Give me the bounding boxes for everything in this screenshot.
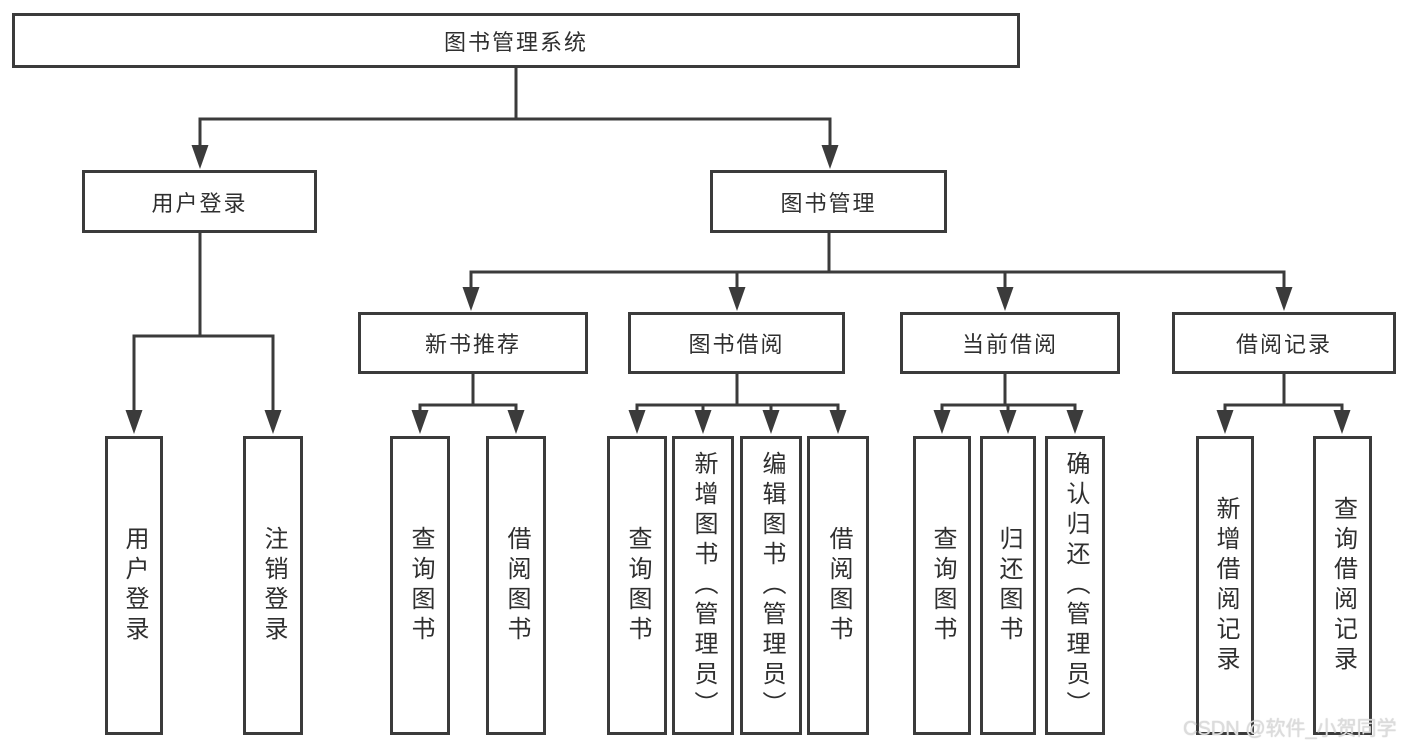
connector-borrow-records-to-leaves (1216, 372, 1351, 434)
arrowhead (462, 287, 480, 311)
arrowhead (411, 410, 429, 434)
node-current-borrowing: 当前借阅 (900, 312, 1120, 374)
node-book-management-module: 图书管理 (710, 170, 947, 233)
node-leaf-logout: 注销登录 (243, 436, 303, 735)
connector-current-borrow-to-leaves (933, 372, 1084, 434)
node-leaf-confirm-return-admin: 确认归还（管理员） (1045, 436, 1105, 735)
arrowhead (628, 410, 646, 434)
node-leaf-add-borrow-record: 新增借阅记录 (1196, 436, 1254, 735)
node-leaf-borrow-books-rec: 借阅图书 (486, 436, 546, 735)
arrowhead (1275, 287, 1293, 311)
node-leaf-query-borrow-record: 查询借阅记录 (1313, 436, 1372, 735)
csdn-watermark: CSDN @软件_小贺同学 (1183, 718, 1397, 740)
arrowhead (1216, 410, 1234, 434)
connector-book-borrow-to-leaves (628, 372, 847, 434)
node-leaf-add-book-admin: 新增图书（管理员） (672, 436, 734, 735)
arrowhead (264, 410, 282, 434)
node-leaf-query-books-rec: 查询图书 (390, 436, 450, 735)
arrowhead (762, 410, 780, 434)
connector-new-book-rec-to-leaves (411, 372, 525, 434)
arrowhead (1066, 410, 1084, 434)
connector-root-to-level2 (191, 66, 839, 169)
arrowhead (125, 410, 143, 434)
arrowhead (728, 287, 746, 311)
node-borrowing-records: 借阅记录 (1172, 312, 1396, 374)
arrowhead (821, 145, 839, 169)
node-user-login-module: 用户登录 (82, 170, 317, 233)
arrowhead (996, 287, 1014, 311)
arrowhead (829, 410, 847, 434)
arrowhead (933, 410, 951, 434)
node-library-management-system: 图书管理系统 (12, 13, 1020, 68)
connector-book-mgmt-to-level3 (462, 231, 1293, 311)
node-leaf-user-login: 用户登录 (105, 436, 163, 735)
node-new-book-recommendation: 新书推荐 (358, 312, 588, 374)
node-leaf-query-books-borrow: 查询图书 (607, 436, 667, 735)
connector-user-login-to-leaves (125, 231, 282, 434)
arrowhead (1333, 410, 1351, 434)
node-leaf-query-books-current: 查询图书 (913, 436, 971, 735)
node-leaf-edit-book-admin: 编辑图书（管理员） (740, 436, 802, 735)
node-book-borrowing: 图书借阅 (628, 312, 845, 374)
arrowhead (999, 410, 1017, 434)
arrowhead (507, 410, 525, 434)
node-leaf-borrow-books: 借阅图书 (807, 436, 869, 735)
arrowhead (191, 145, 209, 169)
node-leaf-return-book: 归还图书 (980, 436, 1036, 735)
arrowhead (694, 410, 712, 434)
